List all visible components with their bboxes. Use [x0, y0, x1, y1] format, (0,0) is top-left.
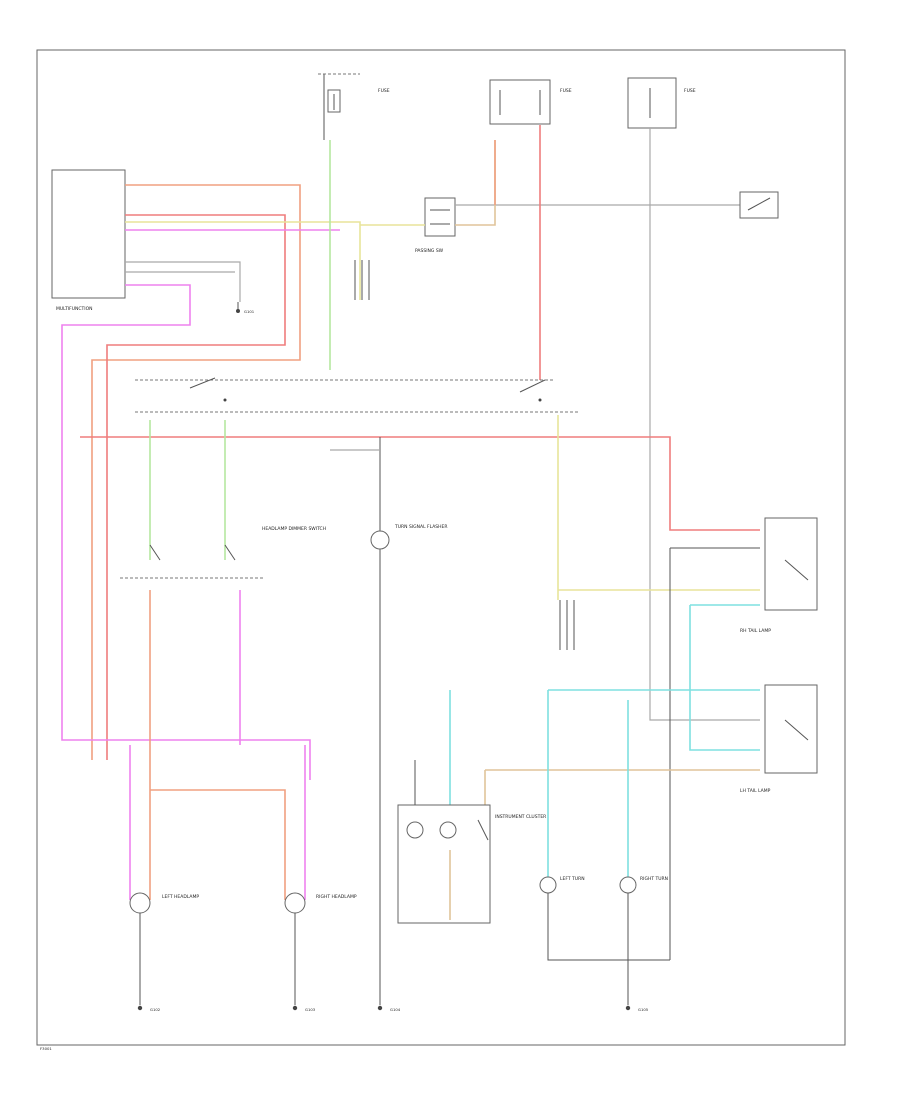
svg-text:G105: G105 [638, 1007, 649, 1012]
flasher-label: TURN SIGNAL FLASHER [394, 524, 448, 530]
fuse-block-c: FUSE [627, 77, 696, 129]
svg-text:G104: G104 [390, 1007, 401, 1012]
svg-text:G103: G103 [305, 1007, 316, 1012]
multifunction-label: MULTIFUNCTION [56, 306, 93, 312]
left-turn-lamp: LEFT TURN [539, 876, 585, 894]
headlamp-dimmer-switch: HEADLAMP DIMMER SWITCH [120, 526, 326, 579]
connector-c1 [354, 260, 370, 300]
fuse-a-label: FUSE [378, 88, 390, 94]
turn-signal-flasher: TURN SIGNAL FLASHER [370, 524, 448, 550]
rh-tail-lamp-label: RH TAIL LAMP [740, 628, 771, 634]
right-turn-lamp: RIGHT TURN [619, 876, 668, 894]
wire-orange-1 [91, 184, 301, 760]
wire-pink-2 [61, 284, 311, 780]
ground-g105: G105 [625, 1005, 649, 1012]
passing-switch: PASSING SW [415, 197, 456, 254]
left-headlamp-label: LEFT HEADLAMP [162, 894, 199, 900]
left-headlamp: LEFT HEADLAMP [129, 892, 199, 914]
top-right-switch [739, 191, 779, 219]
ground-g101: G101 [236, 302, 255, 314]
multifunction-module: MULTIFUNCTION [51, 169, 126, 312]
instrument-cluster: INSTRUMENT CLUSTER [397, 804, 546, 924]
lh-tail-lamp: LH TAIL LAMP [740, 684, 818, 794]
right-headlamp: RIGHT HEADLAMP [284, 892, 357, 914]
passing-switch-label: PASSING SW [415, 248, 444, 254]
right-turn-label: RIGHT TURN [640, 876, 668, 882]
rh-tail-lamp: RH TAIL LAMP [740, 517, 818, 634]
svg-text:G101: G101 [244, 309, 255, 314]
ground-g102: G102 [137, 1005, 161, 1012]
dimmer-switch-label: HEADLAMP DIMMER SWITCH [262, 526, 326, 532]
svg-text:G102: G102 [150, 1007, 161, 1012]
lh-tail-lamp-label: LH TAIL LAMP [740, 788, 771, 794]
cluster-label: INSTRUMENT CLUSTER [495, 814, 546, 820]
fuse-block-b: FUSE [489, 79, 572, 125]
right-headlamp-label: RIGHT HEADLAMP [316, 894, 357, 900]
wire-gray-1 [125, 261, 241, 302]
ground-g104: G104 [377, 1005, 401, 1012]
wire-yellow-1 [125, 221, 361, 300]
fuse-block-a: FUSE [318, 73, 390, 140]
headlamp-switch-assembly [135, 377, 580, 413]
footer-code: F3001 [40, 1046, 52, 1051]
left-turn-label: LEFT TURN [560, 876, 585, 882]
wire-red-1 [106, 214, 286, 760]
diagram-frame [36, 49, 846, 1046]
fuse-c-label: FUSE [684, 88, 696, 94]
ground-g103: G103 [292, 1005, 316, 1012]
fuse-b-label: FUSE [560, 88, 572, 94]
